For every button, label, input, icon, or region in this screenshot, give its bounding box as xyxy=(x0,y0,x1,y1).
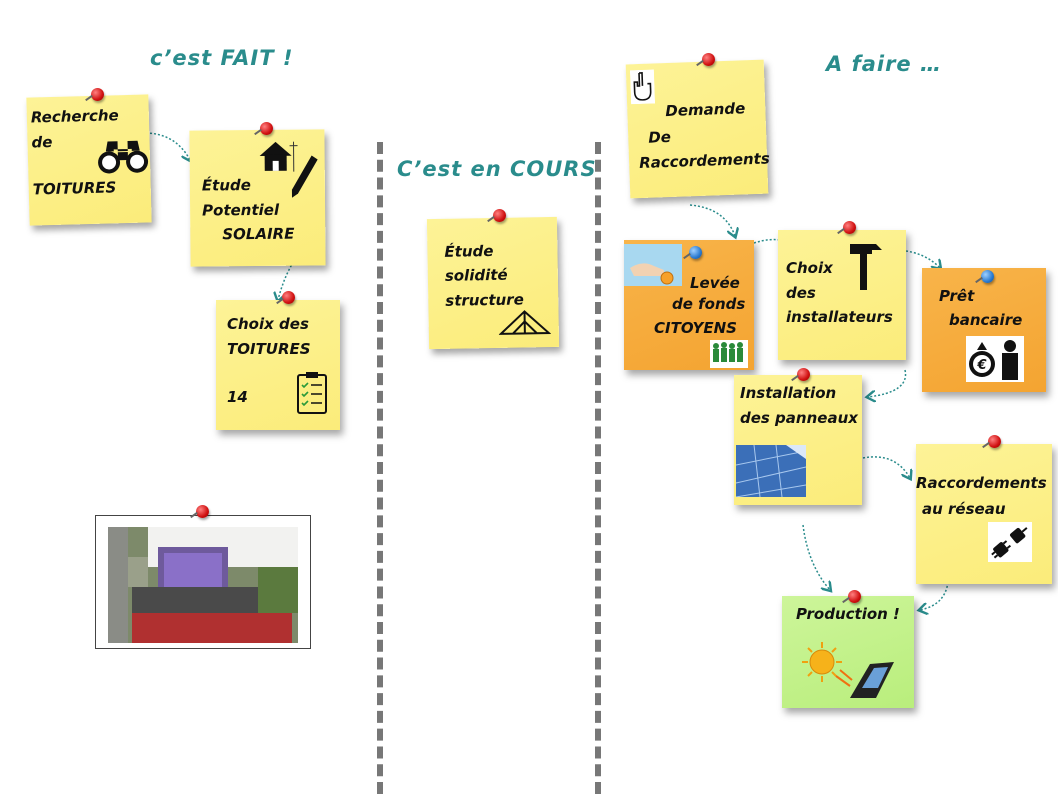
column-title-todo: A faire … xyxy=(826,52,942,76)
roof-aerial-photo xyxy=(95,515,311,649)
note-demande-raccordements[interactable]: Demande De Raccordements xyxy=(625,59,771,199)
note-line: CITOYENS xyxy=(654,319,737,337)
hammer-icon xyxy=(850,244,882,290)
pin xyxy=(493,209,506,222)
note-line: Potentiel xyxy=(202,200,280,220)
money-bag-icon: € xyxy=(966,336,1024,382)
note-etude-potentiel-solaire[interactable]: Étude Potentiel SOLAIRE xyxy=(189,129,326,267)
note-line: de fonds xyxy=(672,295,746,313)
pin xyxy=(260,122,273,135)
arrow-demande-levee xyxy=(689,204,735,236)
note-installation-panneaux[interactable]: Installation des panneaux xyxy=(734,375,862,505)
solar-panel-icon xyxy=(736,445,806,497)
note-line: Étude xyxy=(201,176,251,195)
note-line: Prêt xyxy=(939,287,975,305)
note-line: solidité xyxy=(444,265,508,285)
note-etude-solidite-structure[interactable]: Étude solidité structure xyxy=(426,216,560,350)
note-choix-toitures[interactable]: Choix des TOITURES 14 xyxy=(216,300,340,430)
note-line: De xyxy=(647,127,672,147)
note-line: Production ! xyxy=(796,605,900,623)
column-title-in-progress: C’est en COURS xyxy=(397,157,597,181)
note-line: SOLAIRE xyxy=(222,224,295,244)
note-line: Raccordements xyxy=(916,474,1047,492)
sun-icon xyxy=(802,642,894,698)
arrow-choix-installation xyxy=(868,369,907,397)
note-line: TOITURES xyxy=(32,178,117,199)
pencil-icon xyxy=(291,155,318,198)
pin xyxy=(282,291,295,304)
note-line: Étude xyxy=(444,241,494,261)
pin xyxy=(702,53,715,66)
pin xyxy=(843,221,856,234)
note-production[interactable]: Production ! xyxy=(782,596,914,708)
pin xyxy=(848,590,861,603)
roof-truss-icon xyxy=(498,310,551,335)
note-line: Choix des xyxy=(227,315,309,333)
house-plan-icon xyxy=(259,141,298,172)
crowd-icon xyxy=(710,340,748,368)
note-levee-fonds-citoyens[interactable]: Levée de fonds CITOYENS xyxy=(624,240,754,370)
plug-icon xyxy=(988,522,1032,562)
note-line: 14 xyxy=(227,388,248,406)
note-line: des panneaux xyxy=(740,409,858,427)
arrow-raccordements-production xyxy=(920,581,949,610)
note-line: installateurs xyxy=(786,308,893,326)
note-line: de xyxy=(31,132,53,152)
roof-photo-image xyxy=(108,527,298,643)
column-title-done: c’est FAIT ! xyxy=(150,46,294,70)
pin xyxy=(988,435,1001,448)
pin xyxy=(689,246,702,259)
pin xyxy=(797,368,810,381)
note-line: au réseau xyxy=(922,500,1006,518)
arrow-installation-production xyxy=(802,524,830,590)
note-line: TOITURES xyxy=(227,340,311,358)
pin xyxy=(91,88,104,101)
svg-text:€: € xyxy=(976,358,986,373)
note-pret-bancaire[interactable]: Prêt bancaire € xyxy=(922,268,1046,392)
binoculars-icon xyxy=(98,140,149,174)
note-line: Raccordements xyxy=(638,149,771,173)
note-line: Installation xyxy=(740,384,837,402)
note-line: bancaire xyxy=(949,311,1023,329)
arrow-installation-raccordements xyxy=(862,456,910,478)
pin xyxy=(981,270,994,283)
note-recherche-toitures[interactable]: Recherche de TOITURES xyxy=(26,94,152,226)
divider-left xyxy=(377,142,383,794)
checklist-icon xyxy=(297,372,327,414)
divider-right xyxy=(595,142,601,794)
note-raccordements-reseau[interactable]: Raccordements au réseau xyxy=(916,444,1052,584)
pointing-hand-icon xyxy=(629,69,656,105)
coin-hand-icon xyxy=(624,244,682,286)
note-line: des xyxy=(786,284,816,302)
note-choix-installateurs[interactable]: Choix des installateurs xyxy=(778,230,906,360)
pin xyxy=(196,505,209,518)
note-line: Demande xyxy=(665,99,746,121)
note-line: Recherche xyxy=(30,106,119,127)
note-line: Choix xyxy=(786,259,833,277)
note-line: Levée xyxy=(690,274,740,292)
